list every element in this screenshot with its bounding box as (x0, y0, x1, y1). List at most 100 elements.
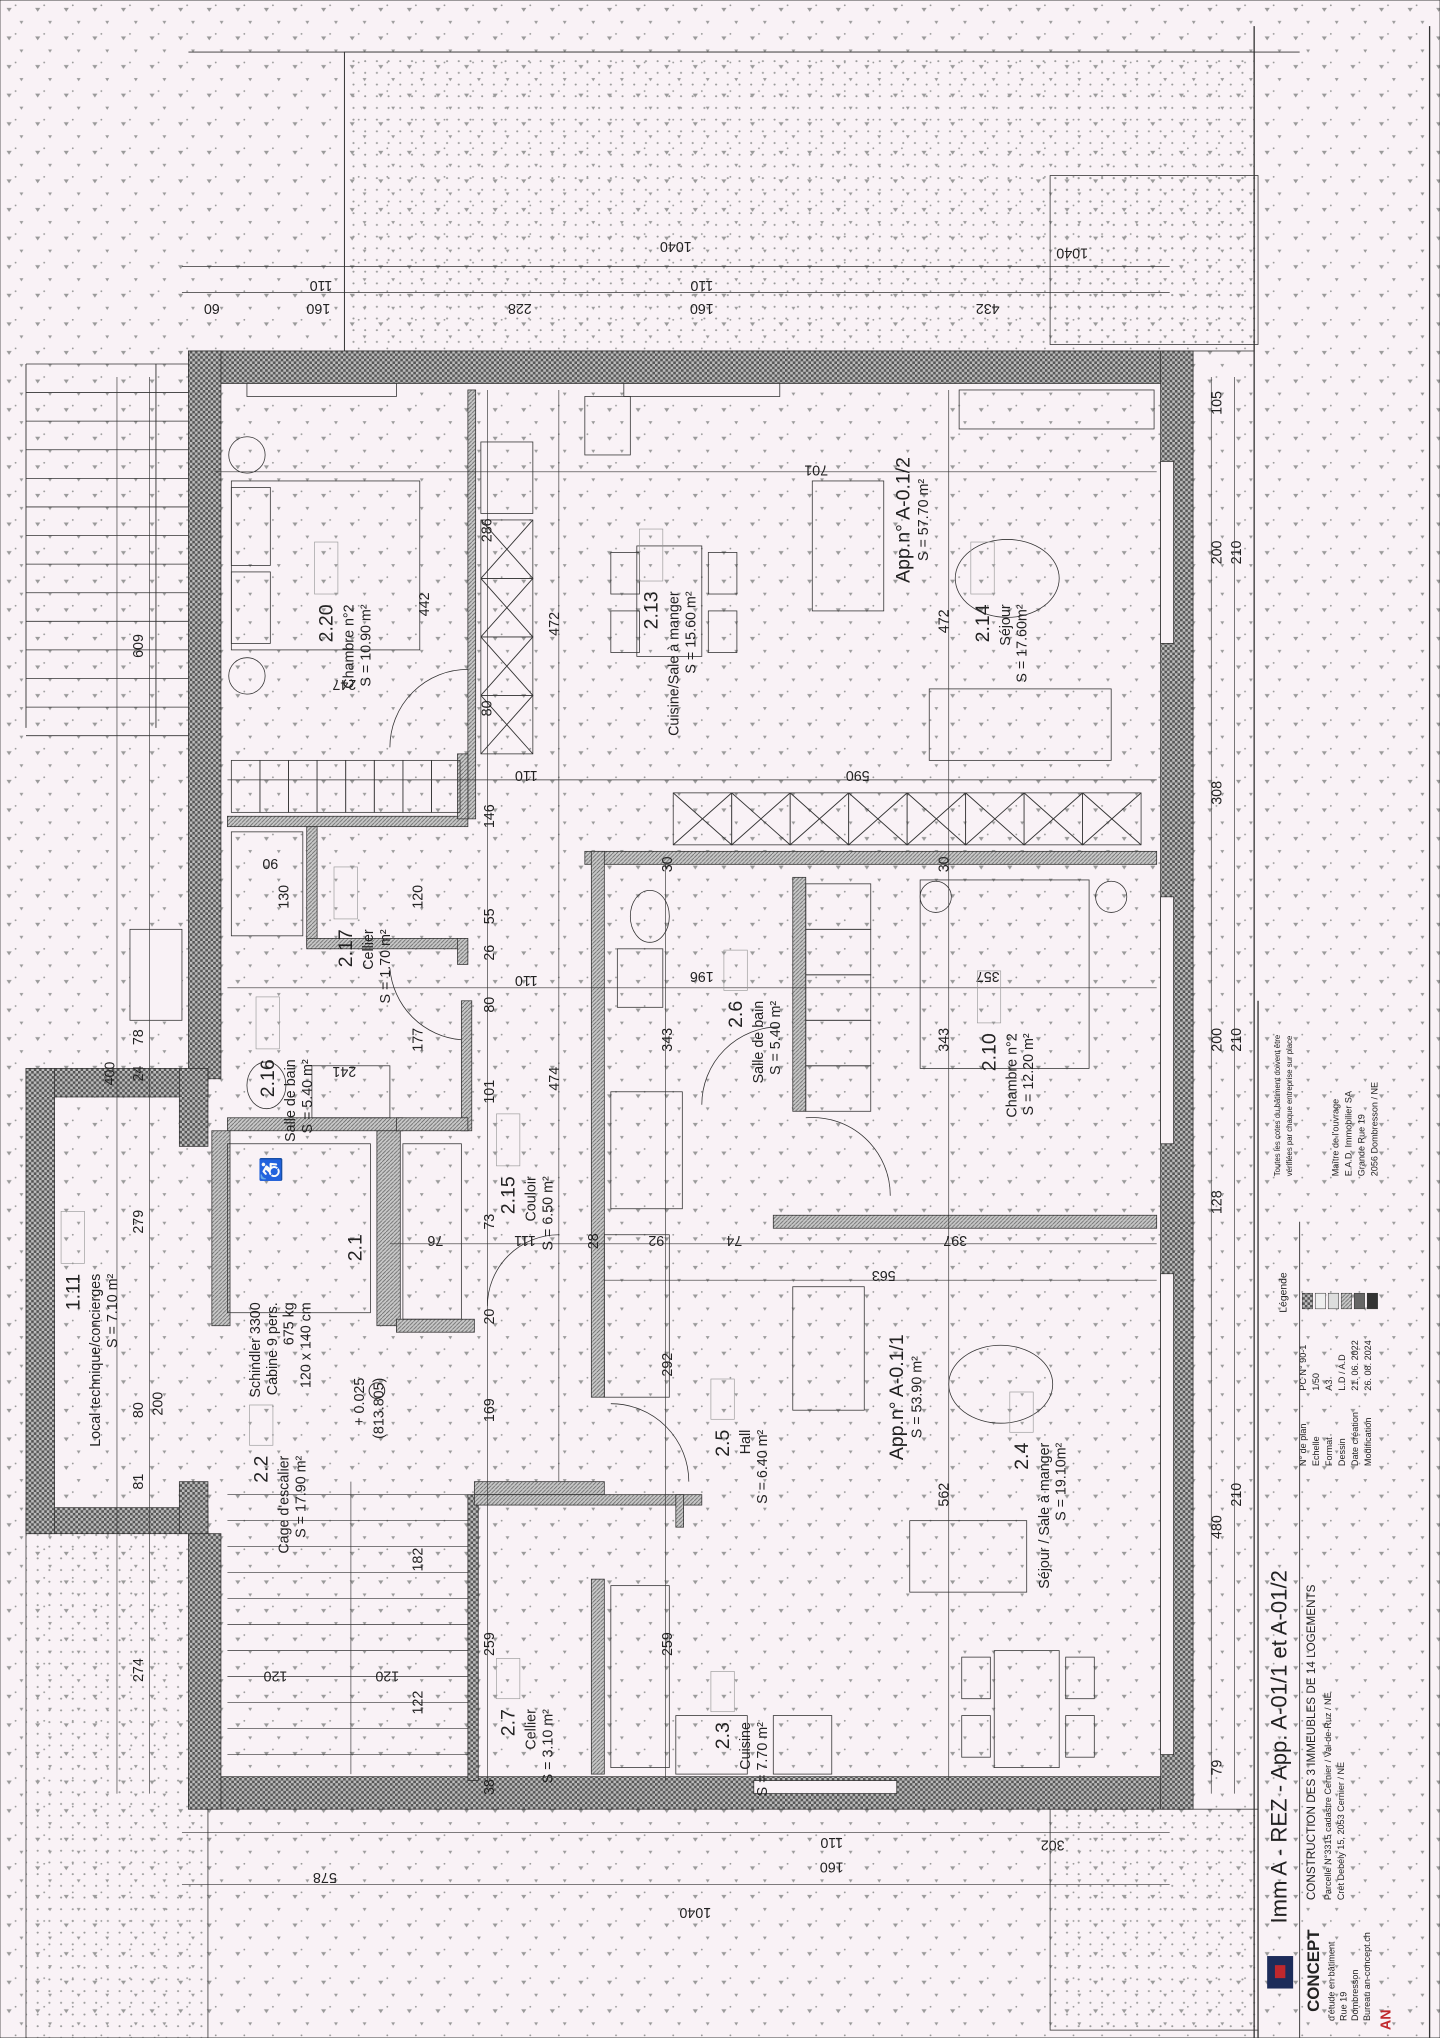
wardrobe-x (731, 792, 791, 846)
firm-name: CONCEPT (1304, 1929, 1323, 2012)
room-area: S = 17.60m² (1015, 604, 1031, 682)
door-swing (389, 669, 468, 748)
room-name: Salle de bain (283, 1059, 299, 1142)
interior-wall (306, 826, 318, 947)
room-number-box (496, 1113, 521, 1167)
cabinet-x (480, 578, 534, 638)
wardrobe-x (965, 792, 1025, 846)
logo (1274, 1965, 1286, 1979)
dimension-label: 78 (131, 1029, 147, 1045)
dimension-label: 60 (204, 300, 220, 316)
info-label: Format (1324, 1437, 1334, 1466)
chair (610, 610, 640, 653)
dimension-label: 274 (131, 1658, 147, 1682)
exterior-wall (188, 350, 1194, 384)
elevator-spec: Schindler 3300 (248, 1302, 264, 1397)
dimension-label: 279 (131, 1210, 147, 1234)
info-value: PC N° 90-1 (1298, 1345, 1308, 1391)
note-line: vérifiées par chaque entreprise sur plac… (1285, 1036, 1294, 1177)
dimension-label: 111 (514, 1232, 536, 1248)
door-swing (805, 1117, 891, 1196)
wardrobe-x (672, 792, 732, 846)
plan-title: Imm A - REZ - App. A-01/1 et A-01/2 (1267, 1570, 1292, 1923)
room-name: Séjour (998, 604, 1014, 646)
cabinet-x (480, 636, 534, 696)
dimension-label: 74 (726, 1232, 742, 1248)
interior-wall (467, 389, 477, 820)
dimension-label: 196 (690, 968, 714, 984)
legend-title: Légende (1279, 1272, 1290, 1313)
exterior-wall (188, 350, 222, 1080)
dimension-label: 292 (660, 1353, 676, 1377)
dimension-label: 562 (937, 1483, 953, 1507)
sink (480, 441, 534, 514)
dimension-label: 1040 (660, 238, 692, 254)
legend-swatch (1314, 1292, 1326, 1310)
dimension-label: 472 (937, 609, 953, 633)
elevator-spec: Cabine 9 pers. (265, 1302, 281, 1395)
exterior-wall (178, 1067, 209, 1147)
nightstand (228, 436, 266, 474)
chair (707, 610, 738, 653)
dimension-label: 120 (375, 1667, 399, 1683)
dimension-label: 241 (332, 1063, 356, 1079)
dimension-label: 308 (1210, 781, 1226, 805)
shower (610, 1091, 683, 1210)
shower (230, 831, 304, 937)
walls (25, 350, 1194, 1810)
room-name: Salle de bain (751, 1001, 767, 1084)
room-number: 2.16 (257, 1059, 279, 1097)
cabinet-x (480, 695, 534, 755)
legend-swatch (1327, 1292, 1339, 1310)
room-number-box (314, 541, 339, 595)
firm-line: Dombresson (1350, 1970, 1360, 2021)
dimension-label: 247 (332, 676, 356, 692)
room-name: Cuisine/Sale à manger (666, 591, 682, 736)
exterior-wall (188, 1533, 222, 1810)
interior-wall (584, 850, 1158, 865)
sink (772, 1715, 833, 1775)
room-area: S = 6.40 m² (755, 1429, 771, 1503)
dimension-label: 200 (150, 1392, 166, 1416)
info-value: A3 (1324, 1380, 1334, 1391)
window (1160, 461, 1174, 644)
firm-mark: AN (1379, 2009, 1395, 2030)
room-number-box (255, 996, 280, 1050)
apartment-name: App.n° A-0.1/2 (893, 457, 915, 583)
legend-swatch (1353, 1292, 1365, 1310)
level-absolute: (813.805) (371, 1378, 387, 1439)
room-number: 2.17 (335, 929, 357, 967)
dimension-label: 480 (1210, 1515, 1226, 1539)
info-value: 21. 06. 2022 (1350, 1340, 1360, 1390)
interior-wall (590, 850, 605, 1398)
info-label: Modification (1363, 1418, 1373, 1466)
nightstand (919, 880, 952, 913)
exterior-wall (178, 1481, 209, 1535)
room-area: S = 6.50 m² (540, 1176, 556, 1250)
paving-area (1049, 1808, 1259, 2031)
bed (919, 879, 1090, 1069)
owner-line: E.A.D. Immobilier SA (1344, 1090, 1354, 1176)
window (753, 1780, 898, 1794)
dimension-label: 160 (820, 1858, 844, 1874)
dimension-label: 357 (976, 968, 1000, 984)
accessibility-icon: ♿ (259, 1157, 283, 1183)
wardrobe (431, 759, 461, 813)
dimension-label: 38 (482, 1779, 498, 1795)
legend-swatch (1301, 1292, 1313, 1310)
info-label: Dessin (1337, 1438, 1347, 1466)
wardrobe-x (789, 792, 849, 846)
bathtub (616, 948, 664, 1008)
elevator-number: 2.1 (344, 1234, 366, 1261)
room-number-box (639, 528, 664, 582)
info-value: L.D / A.D (1337, 1354, 1347, 1391)
dimension-label: 105 (1210, 391, 1226, 415)
room-name: Cage d'escalier (277, 1455, 293, 1553)
interior-wall (473, 1494, 703, 1506)
dimension-label: 80 (482, 997, 498, 1013)
window (246, 383, 397, 397)
level-marker (368, 1382, 386, 1400)
